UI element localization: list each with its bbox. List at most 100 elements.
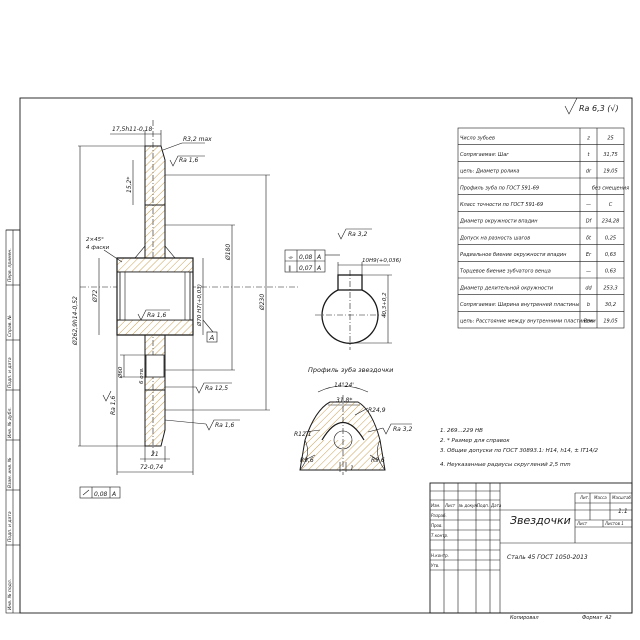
general-roughness: Ra 6,3 (√) — [564, 97, 619, 115]
param-value: 0,25 — [605, 235, 616, 241]
profile-title: Профиль зуба звездочки — [308, 366, 393, 374]
roughness-face: Ra 12,5 — [205, 385, 228, 392]
roughness-rim-bottom: Ra 1,6 — [215, 422, 234, 429]
param-symbol: Er — [586, 252, 592, 258]
tb-row-dev: Разраб. — [431, 513, 447, 518]
general-roughness-label: Ra 6,3 (√) — [579, 104, 619, 113]
profile-r4: R9,6 — [371, 457, 385, 464]
tb-copied: Копировал — [510, 615, 539, 621]
param-name: Радиальное биение окружности впадин — [460, 252, 567, 258]
side-stamp-3: Подп. и дата — [7, 357, 13, 388]
side-stamp-5: Взам. инв. № — [7, 457, 13, 488]
tol-value-1: 0,08 — [299, 254, 313, 261]
roughness-rim: Ra 1,6 — [179, 157, 198, 164]
tol-symbol-2: ∥ — [288, 265, 291, 272]
param-value: 30,2 — [605, 302, 616, 308]
param-name: Сопрягаемая: Ширина внутренней пластины — [460, 302, 579, 308]
param-value: С — [609, 202, 613, 208]
dim-hole-diameter: Ø60 — [117, 366, 124, 379]
tb-sheets: Листов 1 — [604, 521, 624, 526]
tb-lit: Лит. — [579, 495, 589, 500]
param-symbol: dr — [586, 169, 592, 175]
param-name: Диаметр делительной окружности — [459, 285, 554, 291]
roughness-bore: Ra 1,6 — [147, 312, 166, 319]
dim-72: 72-0,74 — [140, 464, 163, 471]
chamfer-note-2: 4 фаски — [86, 245, 110, 251]
keyway-roughness: Ra 3,2 — [348, 231, 367, 238]
keyway-height: 40,3+0,2 — [382, 292, 388, 318]
param-name: Сопрягаемая: Шаг — [460, 152, 509, 158]
dim-hub-diameter: Ø72 — [92, 289, 99, 303]
side-stamp-2: Справ. № — [7, 315, 13, 337]
dim-21: 21 — [151, 451, 159, 458]
dim-mid-diameter: Ø180 — [225, 244, 232, 261]
param-value: 19,05 — [603, 169, 617, 175]
param-name: Допуск на разность шагов — [459, 235, 530, 241]
dim-outer-diameter: Ø262,9h14-0,52 — [72, 296, 79, 346]
param-name: Торцевое биение зубчатого венца — [460, 269, 551, 275]
profile-r2: R12,1 — [294, 431, 312, 438]
keyway-width: 10H9(+0,036) — [362, 258, 401, 264]
technical-notes: 1. 269...229 HB 2. * Размер для справок … — [440, 428, 598, 468]
note-4: 4. Неуказанные радиусы скруглений 2,5 mm — [440, 462, 571, 468]
tb-mass: Масса — [594, 495, 607, 500]
title-block: Изм. Лист № докум. Подп. Дата Разраб. Пр… — [429, 482, 633, 621]
param-value: 0,63 — [605, 252, 616, 258]
profile-width: 31,8* — [336, 397, 352, 404]
datum-a: A — [209, 334, 215, 342]
tb-sheet: Лист — [576, 521, 588, 526]
tb-scale: Масштаб — [612, 495, 632, 500]
tb-col-izm: Изм. — [431, 503, 440, 508]
dim-top-width: 17,5h11-0,18 — [112, 126, 153, 133]
param-name: Профиль зуба по ГОСТ 591-69 — [460, 185, 539, 191]
tb-row-appr: Утв. — [431, 563, 439, 568]
tb-col-date: Дата — [490, 503, 502, 508]
profile-r1: R24,9 — [368, 407, 386, 414]
part-name: Звездочки — [510, 514, 571, 527]
param-name: Число зубьев — [460, 135, 495, 141]
side-stamp-7: Инв. № подл. — [7, 579, 13, 610]
roughness-web: Ra 1,6 — [110, 396, 117, 415]
param-symbol: dd — [585, 285, 592, 291]
param-value: 234,28 — [602, 219, 620, 225]
profile-dim-1: 1 — [350, 465, 354, 472]
param-symbol: — — [586, 269, 591, 275]
profile-roughness: Ra 3,2 — [393, 426, 412, 433]
param-symbol: — — [586, 202, 591, 208]
dim-tip-radius: R3,2 max — [183, 136, 212, 143]
param-symbol: t — [588, 152, 591, 158]
note-2: 2. * Размер для справок — [440, 438, 510, 444]
param-name: Класс точности по ГОСТ 591-69 — [460, 202, 543, 208]
note-3: 3. Общие допуски по ГОСТ 30893.1: H14, h… — [440, 448, 598, 454]
tol-ref-2: A — [316, 265, 321, 272]
param-symbol: b — [587, 302, 590, 308]
runout-datum: A — [111, 491, 116, 498]
param-value: 19,05 — [603, 319, 617, 325]
tb-col-list: Лист — [444, 503, 456, 508]
dim-bore: Ø70 H7(+0,03) — [196, 284, 203, 327]
side-stamp-6: Подп. и дата — [7, 511, 13, 542]
tb-col-sign: Подп. — [477, 503, 489, 508]
tol-ref-1: A — [316, 254, 321, 261]
tb-row-ncontr: Н.контр. — [431, 553, 449, 558]
chamfer-note-1: 2×45° — [86, 237, 104, 243]
side-stamps: Перв. примен. Справ. № Подп. и дата Инв.… — [7, 248, 13, 610]
param-value: 31,75 — [603, 152, 617, 158]
keyway-section: ⌯ 0,08 A ∥ 0,07 A Ra 3,2 10H9(+0,036) 40… — [284, 228, 401, 350]
tb-col-doc: № докум. — [458, 503, 479, 508]
tooth-profile-view: Профиль зуба звездочки 14°24' 31,8* R24,… — [294, 366, 412, 475]
side-stamp-4: Инв. № дубл. — [7, 407, 13, 438]
tb-format: Формат — [582, 615, 603, 621]
note-1: 1. 269...229 HB — [440, 428, 483, 434]
sheet-frame — [19, 97, 633, 614]
dim-rim-height: 15,2* — [126, 177, 133, 193]
tb-scale-value: 1:1 — [618, 508, 628, 515]
profile-r3: R9,6 — [300, 457, 314, 464]
param-name: цепь: Расстояние между внутренними пласт… — [460, 319, 596, 325]
tb-row-check: Пров. — [431, 523, 443, 528]
param-symbol: δt — [586, 235, 592, 241]
tb-row-tcontr: Т.контр. — [431, 533, 448, 538]
param-name: цепь: Диаметр ролика — [460, 169, 519, 175]
